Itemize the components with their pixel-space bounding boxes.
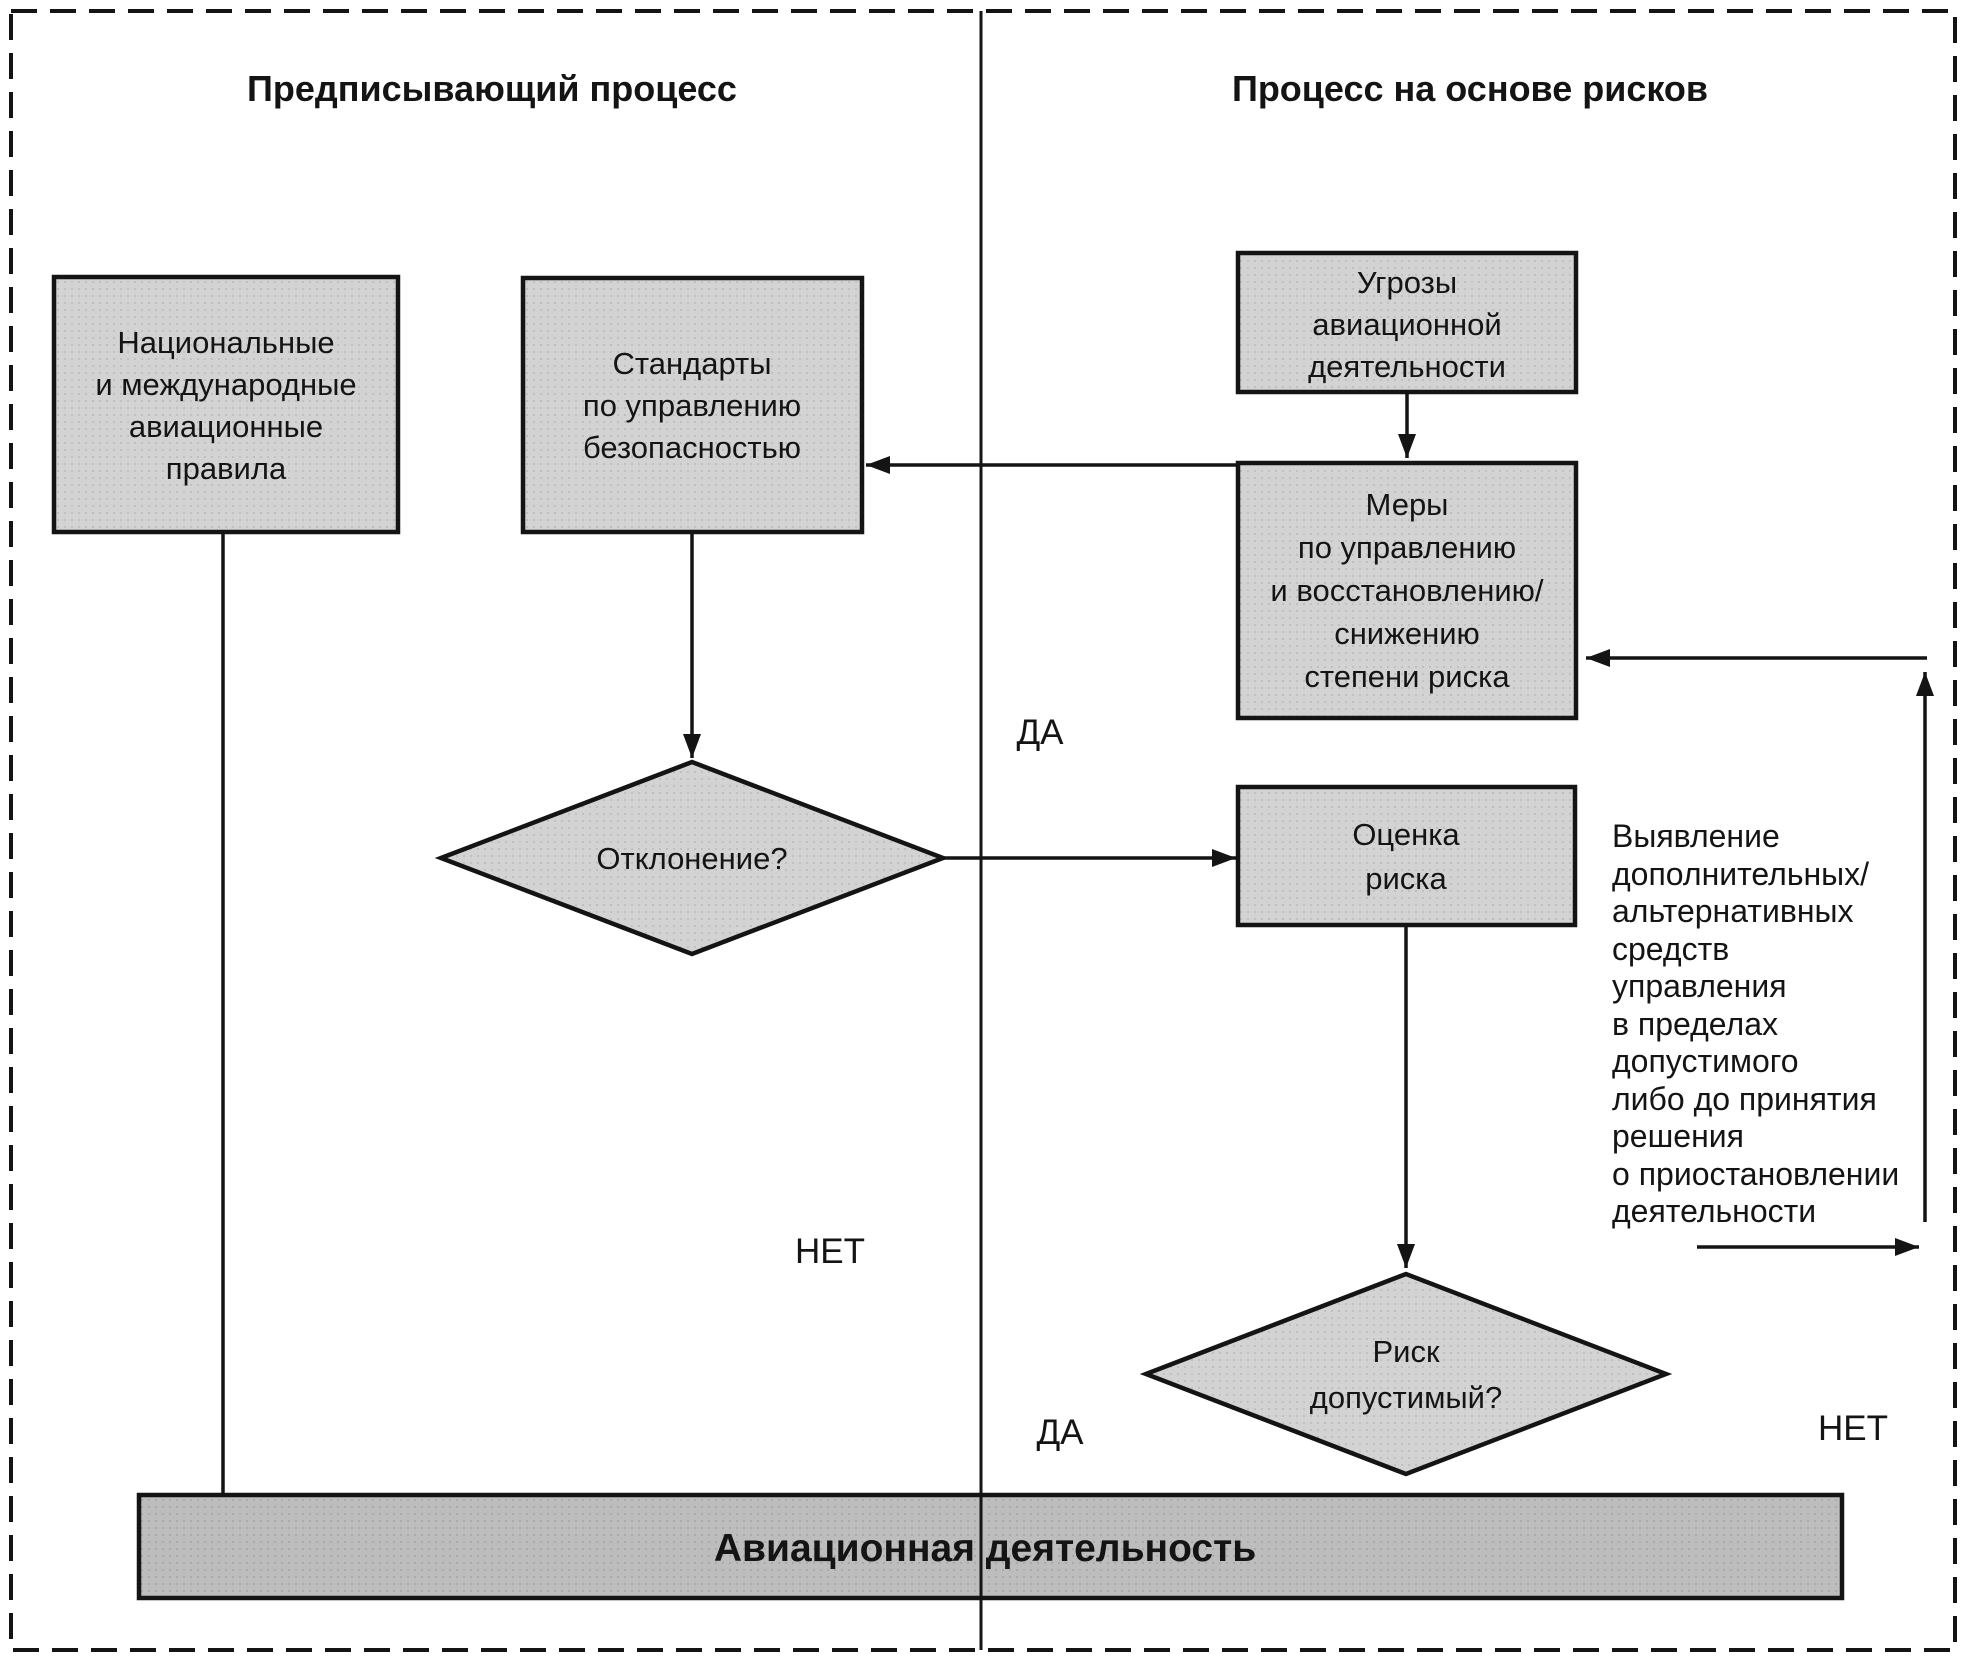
rules-line-2: и международные xyxy=(95,367,356,402)
node-threats: Угрозы авиационной деятельности xyxy=(1235,250,1579,395)
branch-label-no-right: НЕТ xyxy=(1818,1409,1888,1448)
acceptable-diamond xyxy=(1139,1271,1673,1477)
branch-label-no-left: НЕТ xyxy=(795,1232,865,1271)
standards-line-2: по управлению xyxy=(583,388,801,423)
note-line-9: решения xyxy=(1612,1118,1744,1154)
rules-box xyxy=(51,274,401,535)
threats-line-2: авиационной xyxy=(1312,307,1501,342)
node-standards: Стандарты по управлению безопасностью xyxy=(520,275,865,535)
note-line-6: в пределах xyxy=(1612,1006,1778,1042)
measures-line-3: и восстановлению/ xyxy=(1270,573,1544,608)
node-assessment: Оценка риска xyxy=(1235,784,1578,928)
side-note: Выявление дополнительных/ альтернативных… xyxy=(1612,818,1899,1229)
standards-line-1: Стандарты xyxy=(613,346,772,381)
rules-line-3: авиационные xyxy=(129,409,323,444)
note-line-3: альтернативных xyxy=(1612,893,1854,929)
note-line-8: либо до принятия xyxy=(1612,1081,1877,1117)
note-line-10: о приостановлении xyxy=(1612,1156,1899,1192)
measures-line-1: Меры xyxy=(1366,487,1449,522)
deviation-label: Отклонение? xyxy=(596,841,787,876)
standards-line-3: безопасностью xyxy=(583,430,801,465)
activity-bar-label: Авиационная деятельность xyxy=(714,1527,1256,1570)
threats-line-1: Угрозы xyxy=(1357,265,1457,300)
branch-label-yes-top: ДА xyxy=(1016,713,1064,752)
note-line-11: деятельности xyxy=(1612,1193,1816,1229)
measures-box xyxy=(1235,460,1579,721)
rules-line-1: Национальные xyxy=(117,325,334,360)
node-measures: Меры по управлению и восстановлению/ сни… xyxy=(1235,460,1579,721)
note-line-7: допустимого xyxy=(1612,1043,1799,1079)
threats-box xyxy=(1235,250,1579,395)
note-line-5: управления xyxy=(1612,968,1787,1004)
branch-label-yes-bottom: ДА xyxy=(1036,1413,1084,1452)
right-column-header: Процесс на основе рисков xyxy=(1232,68,1708,109)
node-rules: Национальные и международные авиационные… xyxy=(51,274,401,535)
acceptable-line-1: Риск xyxy=(1372,1334,1439,1369)
note-line-2: дополнительных/ xyxy=(1612,856,1869,892)
note-line-1: Выявление xyxy=(1612,818,1780,854)
node-deviation: Отклонение? xyxy=(434,759,950,957)
measures-line-5: степени риска xyxy=(1304,659,1510,694)
activity-bar xyxy=(136,1492,1845,1601)
assessment-box xyxy=(1235,784,1578,928)
measures-line-2: по управлению xyxy=(1298,530,1516,565)
threats-line-3: деятельности xyxy=(1308,349,1506,384)
rules-line-4: правила xyxy=(166,451,287,486)
left-column-header: Предписывающий процесс xyxy=(247,68,737,109)
acceptable-line-2: допустимый? xyxy=(1310,1380,1502,1415)
assessment-line-2: риска xyxy=(1365,861,1447,896)
note-line-4: средств xyxy=(1612,931,1729,967)
node-acceptable: Риск допустимый? xyxy=(1139,1271,1673,1477)
measures-line-4: снижению xyxy=(1334,616,1480,651)
assessment-line-1: Оценка xyxy=(1352,817,1460,852)
